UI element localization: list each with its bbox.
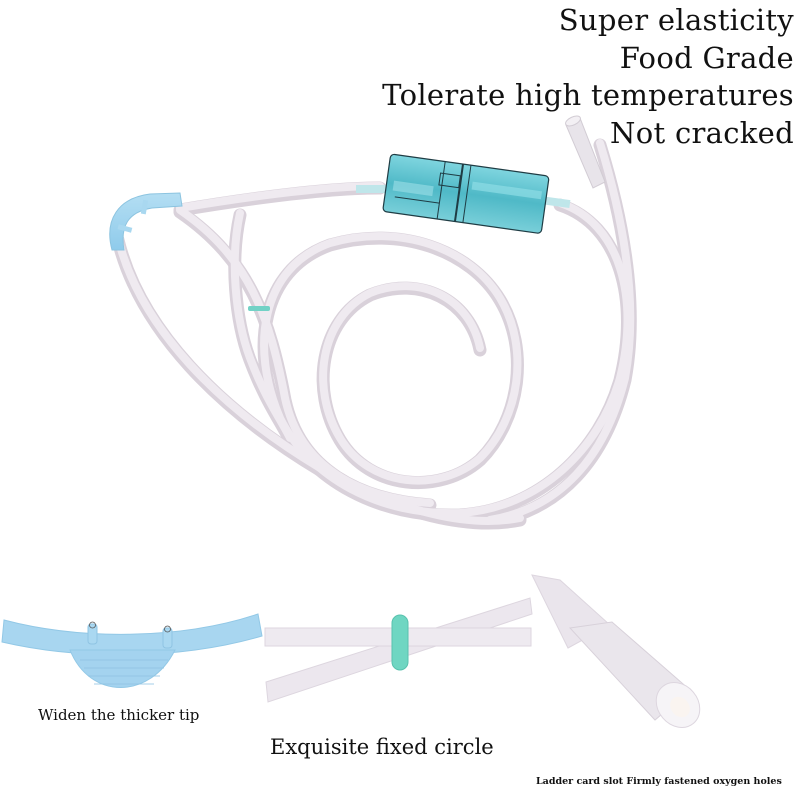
feature-list: Super elasticity Food Grade Tolerate hig…	[382, 2, 794, 152]
detail-ladder-slot	[531, 574, 701, 728]
feature-high-temperature: Tolerate high temperatures	[382, 78, 794, 112]
detail-fixed-circle	[264, 597, 533, 703]
feature-food-grade: Food Grade	[619, 40, 794, 75]
feature-super-elasticity: Super elasticity	[558, 3, 794, 37]
tubing-coil	[111, 138, 637, 530]
caption-ladder-slot: Ladder card slot Firmly fastened oxygen …	[536, 776, 782, 787]
caption-wide-tip: Widen the thicker tip	[38, 706, 200, 724]
nasal-cannula-prong	[109, 192, 183, 251]
tube-fixed-ring	[248, 306, 270, 311]
teal-oxygen-connector	[356, 153, 571, 234]
caption-fixed-circle: Exquisite fixed circle	[270, 735, 494, 759]
feature-not-cracked: Not cracked	[610, 115, 794, 150]
tube-end-connector	[565, 115, 606, 189]
detail-wide-tip	[1, 613, 263, 688]
